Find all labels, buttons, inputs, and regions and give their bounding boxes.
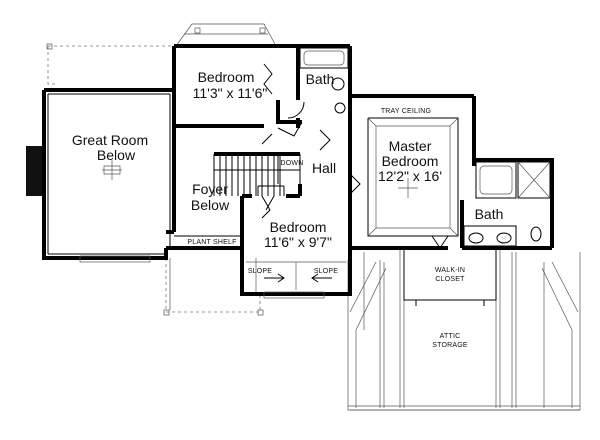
roof-outline [46,43,581,411]
bedroom-top-size: 11'3" x 11'6" [193,85,268,101]
bathtub-master [475,161,517,199]
attic-note-1: ATTIC [440,333,461,340]
toilet-master [530,226,542,242]
toilet-top [331,77,345,91]
foyer-name: Foyer [192,181,228,197]
sink-top [334,102,346,114]
slope-right-note: SLOPE [314,268,338,275]
bath-master-name: Bath [475,206,504,222]
bedroom-top-name: Bedroom [198,69,255,85]
master-size: 12'2" x 16' [378,168,442,184]
foyer-sub: Below [191,197,230,213]
walls [42,44,554,296]
master-name: Master [389,138,432,154]
inner-lines [47,93,497,306]
slope-arrows [264,273,332,283]
plant-shelf-note: PLANT SHELF [187,239,236,246]
fixtures [79,47,551,299]
slope-left-note: SLOPE [248,268,272,275]
sink-master-2 [496,232,512,244]
attic-note-2: STORAGE [432,342,468,349]
tray-ceiling-note: TRAY CEILING [381,108,431,115]
fan-marks [102,160,418,198]
bedroom-mid-size: 11'6" x 9'7" [264,234,332,250]
walkin-note-2: CLOSET [435,276,465,283]
great-room-name: Great Room [72,132,148,148]
dormer [175,23,277,47]
bathtub-top [299,47,349,69]
doors [261,63,449,249]
great-room-sub: Below [97,147,136,163]
master-name2: Bedroom [382,153,439,169]
bedroom-mid-name: Bedroom [270,219,327,235]
down-note: DOWN [281,160,304,167]
sink-master-1 [468,232,484,244]
bath-top-name: Bath [306,71,335,87]
hall-name: Hall [312,160,336,176]
fireplace [26,146,46,196]
walkin-note-1: WALK-IN [435,267,465,274]
